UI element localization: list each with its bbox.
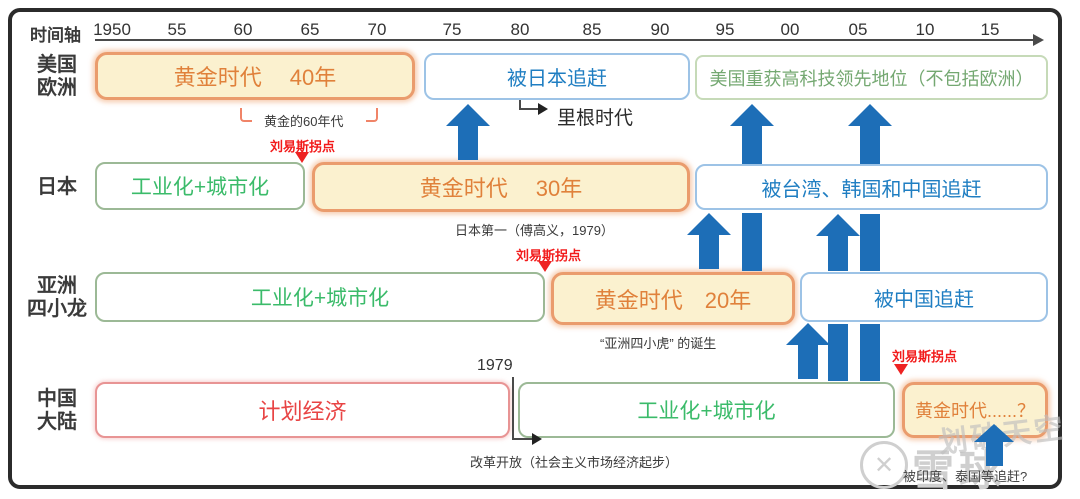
row-label-usa-europe: 美国 欧洲 — [37, 54, 77, 99]
row-label-japan: 日本 — [37, 176, 77, 198]
arrow-shaft — [860, 324, 880, 381]
golden-sixties-note: 黄金的60年代 — [264, 114, 344, 129]
row-label-asian-tigers: 亚洲 四小龙 — [27, 275, 87, 320]
reform-opening-note: 改革开放（社会主义市场经济起步） — [470, 455, 679, 470]
up-arrow-tigers-to-japan — [687, 213, 731, 269]
usa-regain-hightech-box: 美国重获高科技领先地位（不包括欧洲） — [695, 55, 1048, 100]
tigers-birth-note: “亚洲四小虎” 的诞生 — [600, 336, 717, 351]
lewis-point-marker-icon — [295, 152, 309, 163]
china-planned-economy-box: 计划经济 — [95, 382, 510, 438]
usa-chased-by-japan-box: 被日本追赶 — [424, 53, 690, 100]
lewis-point-marker-icon — [894, 364, 908, 375]
up-arrow-china-to-tigers — [786, 323, 830, 379]
year-tick: 05 — [848, 20, 868, 39]
arrow-shaft — [828, 324, 848, 381]
china-golden-era-box: 黄金时代......？ — [902, 382, 1048, 438]
lewis-point-label: 刘易斯拐点 — [516, 248, 582, 263]
lewis-point-label: 刘易斯拐点 — [892, 349, 958, 364]
up-arrow-india-to-china — [974, 424, 1014, 466]
china-industrialization-box: 工业化+城市化 — [518, 382, 895, 438]
xueqiu-logo-icon: ✕ — [860, 441, 908, 489]
japan-industrialization-box: 工业化+城市化 — [95, 162, 305, 210]
reagan-connector — [519, 108, 538, 110]
japan-no1-note: 日本第一（傅高义，1979） — [455, 223, 614, 238]
tigers-chased-by-china-box: 被中国追赶 — [800, 272, 1048, 322]
row-label-mainland-china: 中国 大陆 — [37, 388, 77, 433]
reagan-era-label: 里根时代 — [557, 108, 634, 129]
japan-golden-era-box: 黄金时代 30年 — [312, 162, 690, 212]
axis-title: 时间轴 — [30, 26, 81, 45]
up-arrow-china-to-japan — [816, 214, 860, 271]
timeline-axis-arrowhead-icon — [1033, 34, 1044, 46]
year-tick: 00 — [780, 20, 800, 39]
year-tick: 1950 — [93, 20, 131, 39]
year-tick: 80 — [510, 20, 530, 39]
year-tick: 70 — [367, 20, 387, 39]
year-tick: 10 — [915, 20, 935, 39]
lewis-point-marker-icon — [538, 261, 552, 272]
lewis-point-label: 刘易斯拐点 — [270, 139, 336, 154]
year-tick: 95 — [715, 20, 735, 39]
year-tick: 15 — [980, 20, 1000, 39]
japan-chased-box: 被台湾、韩国和中国追赶 — [695, 164, 1048, 210]
tigers-golden-era-box: 黄金时代 20年 — [551, 272, 795, 325]
year-tick: 60 — [233, 20, 253, 39]
reform-connector — [512, 438, 532, 440]
brace-left — [240, 108, 252, 122]
up-arrow-japan-to-usa — [446, 104, 490, 160]
up-arrow-to-usa — [848, 104, 892, 164]
year-tick: 75 — [442, 20, 462, 39]
diagram-frame — [8, 8, 1062, 489]
arrow-shaft — [742, 213, 762, 271]
year-1979-label: 1979 — [477, 357, 513, 374]
reagan-connector — [519, 100, 521, 110]
year-tick: 55 — [167, 20, 187, 39]
year-1979-line — [512, 377, 514, 439]
tigers-industrialization-box: 工业化+城市化 — [95, 272, 545, 322]
reagan-arrowhead-icon — [538, 103, 548, 115]
year-tick: 85 — [582, 20, 602, 39]
year-tick: 65 — [300, 20, 320, 39]
timeline-axis-line — [95, 39, 1033, 41]
usa-golden-era-box: 黄金时代 40年 — [95, 52, 415, 100]
year-tick: 90 — [650, 20, 670, 39]
up-arrow-to-usa — [730, 104, 774, 164]
reform-arrowhead-icon — [532, 433, 542, 445]
arrow-shaft — [860, 214, 880, 271]
brace-right — [366, 108, 378, 122]
chased-by-india-note: 被印度、泰国等追赶? — [903, 469, 1028, 484]
